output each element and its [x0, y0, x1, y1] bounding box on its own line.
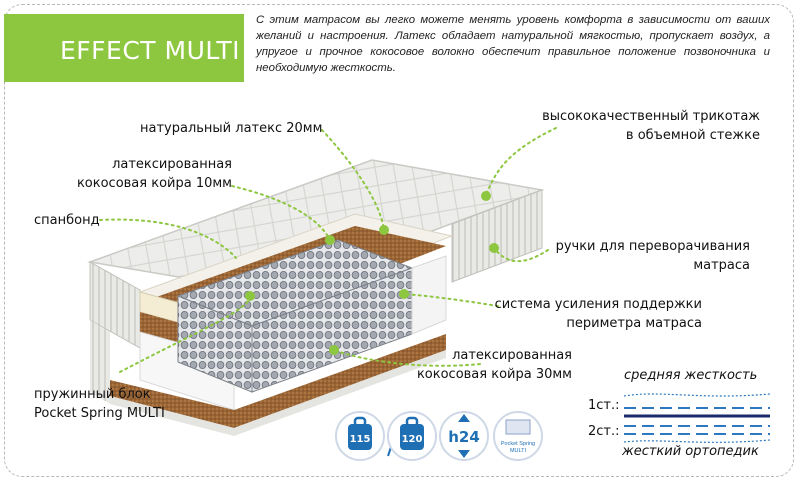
- label-knit-line1: высококачественный трикотаж: [542, 109, 760, 124]
- page-frame: [4, 4, 794, 477]
- label-latex: натуральный латекс 20мм: [140, 121, 323, 136]
- mattress-cutaway: [90, 213, 454, 436]
- label-knit-line2: в объемной стежке: [625, 128, 760, 143]
- callout-lines: [99, 127, 557, 373]
- label-spunbond: спанбонд: [34, 213, 100, 228]
- firmness-side-2: 2ст.:: [588, 424, 620, 439]
- label-perimeter-line1: система усиления поддержки: [494, 297, 702, 312]
- label-spring-line1: пружинный блок: [34, 387, 151, 402]
- label-coir10-line2: кокосовая койра 10мм: [76, 176, 232, 191]
- label-handles-line2: матраса: [693, 258, 750, 273]
- firmness-side-1: 1ст.:: [588, 398, 620, 413]
- label-coir30-line2: кокосовая койра 30мм: [416, 367, 572, 382]
- firmness-title-bottom: жесткий ортопедик: [622, 444, 759, 459]
- label-spring-line2: Pocket Spring MULTI: [34, 406, 165, 421]
- callout-dots: [245, 191, 499, 355]
- product-description: С этим матрасом вы легко можете менять у…: [256, 14, 770, 74]
- label-handles-line1: ручки для переворачивания: [555, 239, 750, 254]
- label-perimeter-line2: периметра матраса: [566, 316, 702, 331]
- firmness-title-top: средняя жесткость: [624, 368, 758, 383]
- product-title: EFFECT MULTI: [60, 36, 241, 65]
- mattress-side-right: [451, 189, 543, 283]
- title-banner: [4, 14, 244, 82]
- label-coir30-line1: латексированная: [452, 348, 572, 363]
- label-coir10-line1: латексированная: [112, 157, 232, 172]
